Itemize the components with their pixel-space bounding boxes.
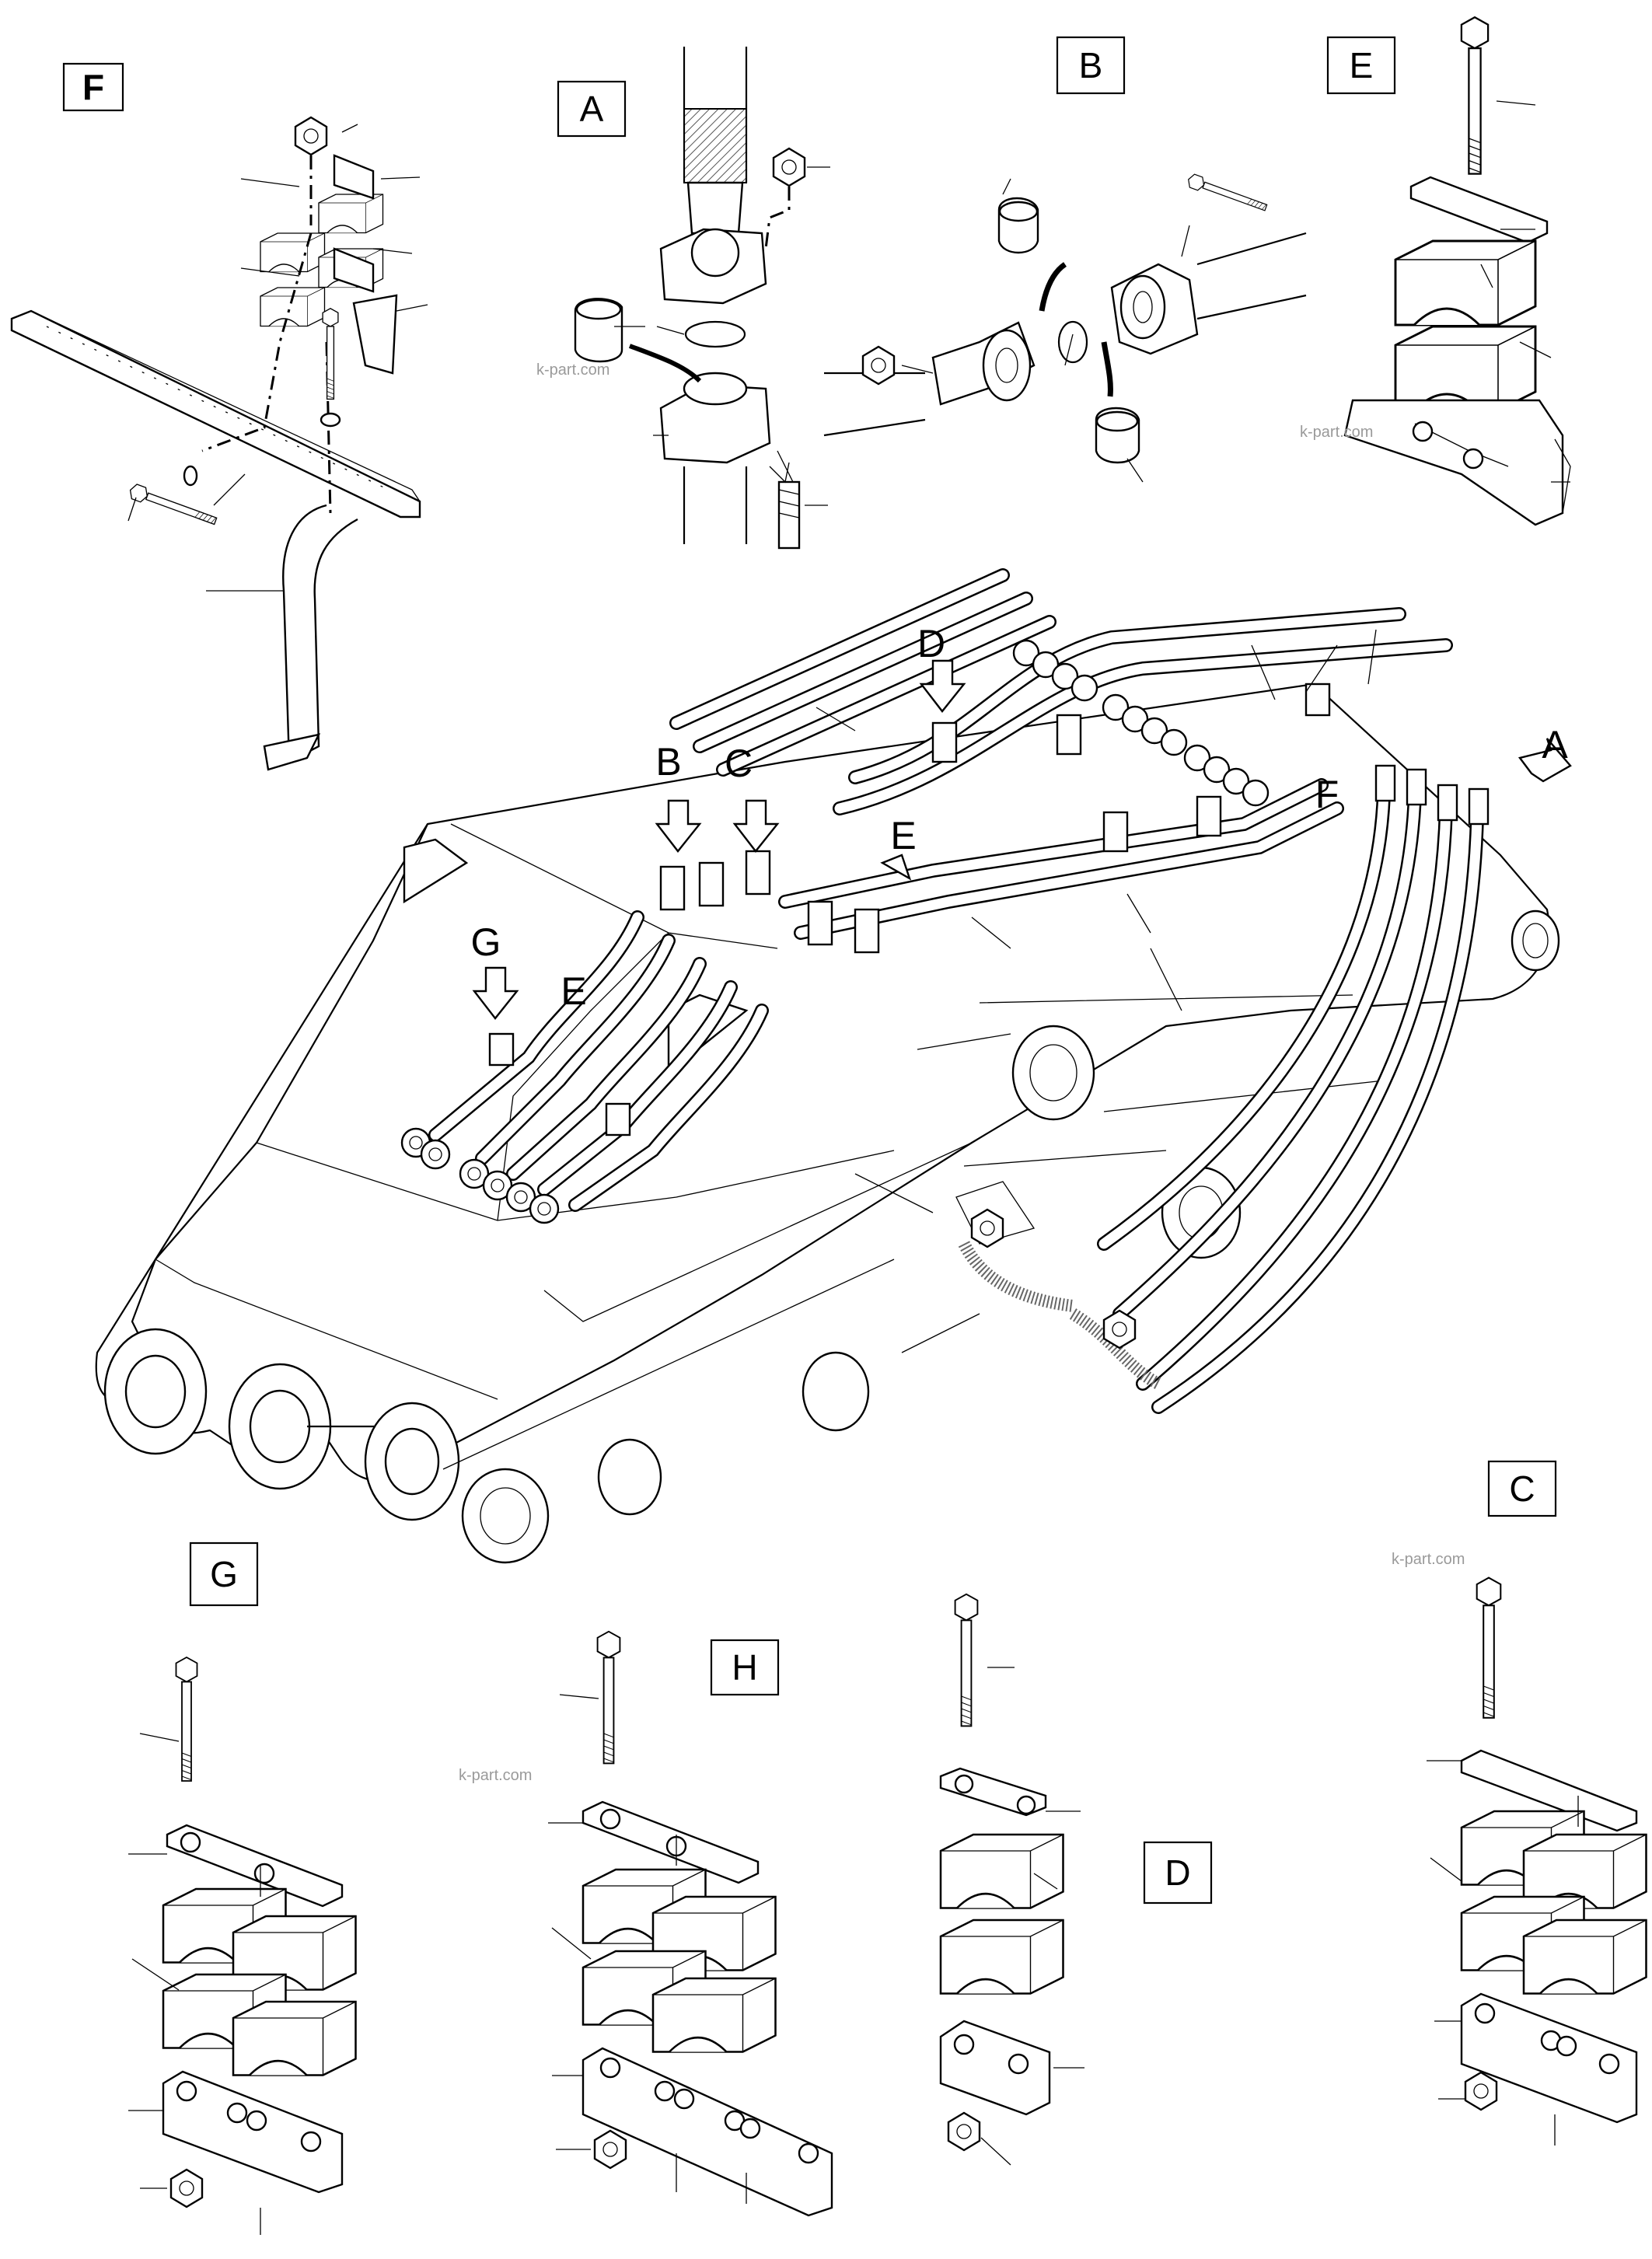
view-c: C k-part.com	[1392, 1460, 1647, 2146]
view-c-label: C	[1509, 1468, 1535, 1509]
view-g-label: G	[210, 1554, 238, 1594]
view-h-label-box	[710, 1639, 780, 1696]
view-e-label-box	[1326, 36, 1396, 95]
callout-e-upper: E	[890, 814, 916, 857]
view-d-label: D	[1165, 1852, 1190, 1893]
view-g-label-box	[189, 1541, 259, 1607]
callout-f: F	[1315, 773, 1339, 816]
view-a-label-box	[557, 80, 627, 138]
view-c-label-box	[1487, 1460, 1557, 1517]
callout-d: D	[917, 622, 945, 665]
view-d-label-box	[1143, 1841, 1213, 1905]
callout-a: A	[1542, 723, 1568, 766]
watermark-d: k-part.com	[459, 1767, 532, 1784]
view-h: H k-part.com	[459, 1630, 833, 2217]
view-h-label: H	[732, 1647, 757, 1688]
view-e-label: E	[1350, 45, 1374, 86]
watermark-a: k-part.com	[536, 361, 609, 379]
view-a: A k-part.com	[536, 47, 830, 550]
front-fittings	[400, 1127, 560, 1224]
view-f-label-box	[62, 62, 124, 112]
watermark-b: k-part.com	[1300, 424, 1373, 441]
view-f-label: F	[82, 67, 104, 107]
view-b-label-box	[1056, 36, 1126, 95]
callout-e-lower: E	[561, 969, 586, 1013]
watermark-c: k-part.com	[1392, 1551, 1465, 1568]
hose-clamps	[488, 683, 1331, 1136]
callout-c: C	[725, 742, 753, 785]
view-a-label: A	[580, 89, 604, 129]
view-d: D	[939, 1593, 1213, 2166]
top-fittings	[1012, 639, 1270, 807]
view-g: G	[128, 1541, 357, 2235]
view-f: F	[10, 62, 428, 771]
view-b-label: B	[1079, 45, 1103, 86]
boom-assembly: D B C E F A G E	[95, 568, 1572, 1564]
view-b: B	[823, 36, 1307, 483]
callout-arrows	[472, 659, 1572, 1020]
callout-b: B	[655, 740, 681, 784]
callout-g: G	[471, 920, 501, 964]
view-e: E k-part.com	[1300, 16, 1571, 526]
